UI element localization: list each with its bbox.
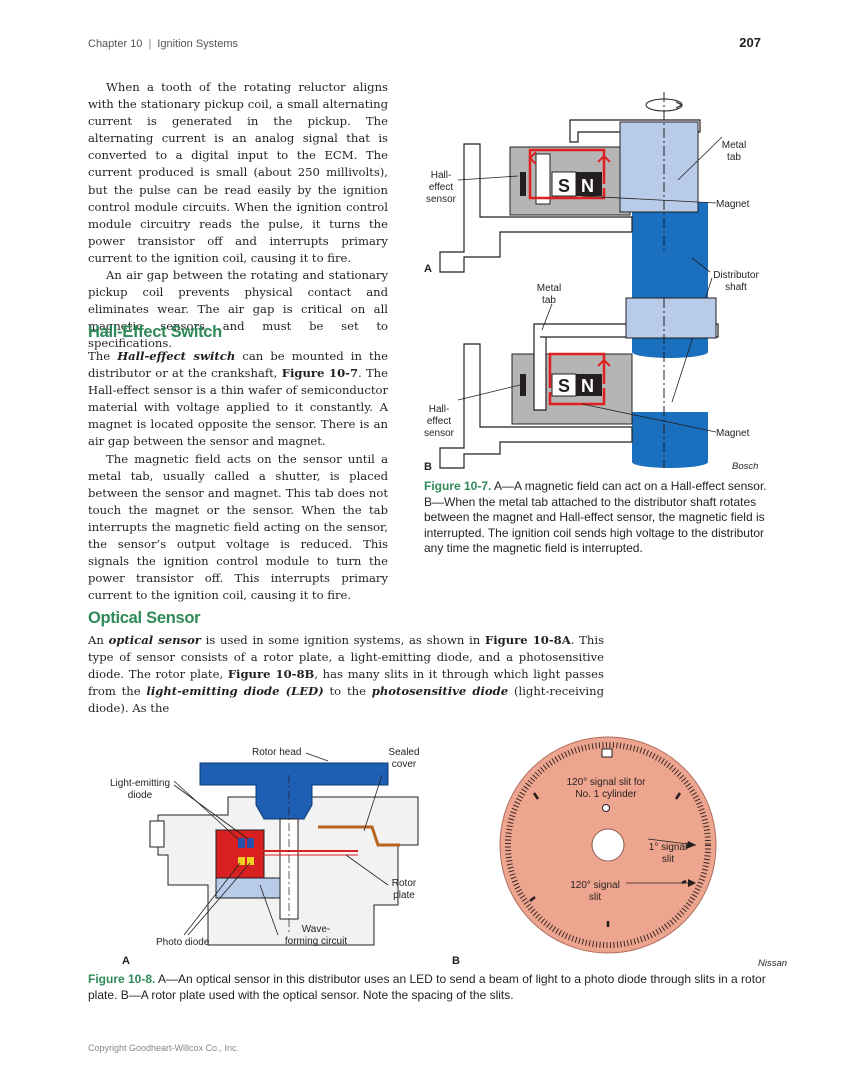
panel-letter-a: A	[424, 263, 432, 275]
wave-forming-circuit	[215, 877, 289, 899]
term-optical-sensor: optical sensor	[108, 633, 201, 647]
label-wave-circuit-1: Wave-	[302, 924, 331, 935]
caption-figure-number: Figure 10-7.	[424, 479, 492, 493]
label-slit-120-2: slit	[589, 892, 601, 903]
copyright-footer: Copyright Goodheart-Willcox Co., Inc.	[88, 1043, 240, 1053]
sealed-cover	[318, 825, 400, 847]
text-run: , has many slits in it through which lig…	[88, 667, 604, 699]
text-run: The	[88, 349, 118, 363]
magnet-s-a	[551, 171, 577, 197]
panel-letter-b: B	[424, 461, 432, 473]
panel-b-drawing: S N Metal tab Hall- effect sensor Magnet…	[424, 283, 750, 473]
figure-ref-10-8a: Figure 10-8A	[485, 633, 571, 647]
slit-no1	[601, 748, 613, 758]
frame-bracket-b	[439, 343, 633, 469]
heading-hall-effect: Hall-Effect Switch	[88, 323, 222, 341]
led-housing	[215, 829, 265, 879]
magnet-n-letter-b: N	[581, 376, 594, 396]
distributor-shaft-b	[632, 412, 708, 462]
label-led-2: diode	[128, 790, 153, 801]
credit-nissan: Nissan	[758, 958, 788, 969]
label-rotor-head: Rotor head	[252, 747, 301, 758]
metal-tab-a	[619, 121, 699, 213]
figure-10-8-diagram: Rotor head Sealed cover Light-emitting d…	[110, 736, 717, 967]
label-hall-b-3: sensor	[424, 428, 455, 439]
label-slit-no1-2: No. 1 cylinder	[575, 789, 637, 800]
magnet-n-letter: N	[581, 176, 594, 196]
magnet-n-a	[576, 172, 602, 196]
label-metal-tab-b-1: Metal	[537, 283, 561, 294]
text-run: An	[88, 633, 109, 647]
center-hole	[591, 828, 625, 862]
label-metal-tab-a-2: tab	[727, 152, 741, 163]
credit-bosch: Bosch	[732, 461, 759, 472]
chapter-title: Ignition Systems	[157, 38, 238, 50]
label-slit-1deg-1: 1° signal	[649, 842, 687, 853]
figure-ref-10-7: Figure 10-7	[281, 366, 359, 381]
hall-element-a	[520, 172, 526, 196]
label-sealed-cover-2: cover	[392, 759, 417, 770]
label-magnet-b: Magnet	[716, 428, 750, 439]
text-run: can be mounted in the distributor or at …	[88, 349, 389, 381]
label-hall-a-2: effect	[429, 182, 453, 193]
label-wave-circuit-2: forming circuit	[285, 936, 347, 947]
heading-optical-sensor: Optical Sensor	[88, 609, 201, 627]
magnet-s-letter: S	[558, 176, 570, 196]
label-rotor-plate-2: plate	[393, 890, 415, 901]
panel-letter-b-10-8: B	[452, 955, 460, 967]
left-column: When a tooth of the rotating reluctor al…	[88, 79, 388, 353]
term-photosensitive-diode: photosensitive diode	[371, 684, 509, 699]
label-hall-a-1: Hall-	[431, 170, 452, 181]
caption-text: A—A magnetic field can act on a Hall-eff…	[424, 479, 767, 556]
text-run: . This type of sensor consists of a roto…	[88, 633, 605, 682]
label-hall-b-2: effect	[427, 416, 451, 427]
label-metal-tab-b-2: tab	[542, 295, 556, 306]
paragraph-air-gap: An air gap between the rotating and stat…	[88, 268, 388, 351]
paragraph-hall-intro: The Hall-effect switch can be mounted in…	[88, 348, 388, 451]
label-distributor-shaft-1: Distributor	[713, 270, 759, 281]
left-column-hall: The Hall-effect switch can be mounted in…	[88, 348, 388, 604]
label-metal-tab-a-1: Metal	[722, 140, 746, 151]
paragraph-optical: An optical sensor is used in some igniti…	[88, 632, 604, 717]
label-led-1: Light-emitting	[110, 778, 170, 789]
panel-a-drawing: S N Metal tab Hall- effect sensor Magnet…	[424, 92, 759, 403]
frame-bracket-a	[439, 143, 633, 273]
caption-figure-10-7: Figure 10-7. A—A magnetic field can act …	[424, 479, 770, 557]
text-run: is used in some ignition systems, as sho…	[200, 633, 485, 647]
panel-letter-a-10-8: A	[122, 955, 130, 967]
caption-figure-10-8: Figure 10-8. A—An optical sensor in this…	[88, 972, 788, 1003]
header-separator: |	[148, 38, 152, 50]
label-slit-1deg-2: slit	[662, 854, 674, 865]
paragraph-magnetic-field: The magnetic field acts on the sensor un…	[88, 451, 388, 603]
paragraph-reluctor: When a tooth of the rotating reluctor al…	[88, 80, 388, 265]
label-sealed-cover-1: Sealed	[388, 747, 419, 758]
figure-10-7-diagram: S N Metal tab Hall- effect sensor Magnet…	[424, 92, 759, 473]
page-number: 207	[739, 35, 761, 50]
label-magnet-a: Magnet	[716, 199, 750, 210]
term-led: light-emitting diode (LED)	[146, 684, 324, 699]
panel-b-rotor-plate: 120° signal slit for No. 1 cylinder 1° s…	[452, 736, 717, 967]
label-hall-a-3: sensor	[426, 194, 457, 205]
label-slit-no1-1: 120° signal slit for	[566, 777, 646, 788]
magnet-s-letter-b: S	[558, 376, 570, 396]
label-distributor-shaft-2: shaft	[725, 282, 747, 293]
caption-text: A—An optical sensor in this distributor …	[88, 972, 766, 1002]
running-header: Chapter 10 | Ignition Systems	[88, 38, 238, 50]
text-run: to the	[323, 684, 372, 699]
label-hall-b-1: Hall-	[429, 404, 450, 415]
rotor-head	[199, 762, 389, 820]
term-hall-effect-switch: Hall-effect switch	[117, 349, 236, 363]
chapter-label: Chapter 10	[88, 38, 143, 50]
text-run: . The Hall-effect sensor is a thin wafer…	[88, 366, 389, 449]
panel-a-distributor: Rotor head Sealed cover Light-emitting d…	[110, 747, 420, 967]
text-run: (light-receiving diode). As the	[88, 684, 604, 716]
label-photo-diode: Photo diode	[156, 937, 210, 948]
caption-figure-number: Figure 10-8.	[88, 972, 156, 986]
label-slit-120-1: 120° signal	[570, 880, 620, 891]
label-rotor-plate-1: Rotor	[392, 878, 417, 889]
figure-ref-10-8b: Figure 10-8B	[227, 667, 315, 682]
